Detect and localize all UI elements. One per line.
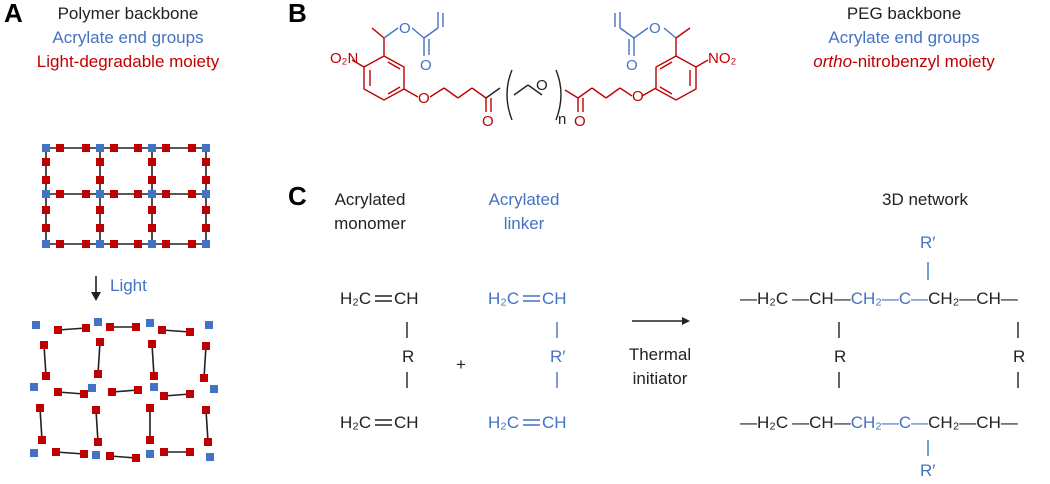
network-top-ch: —CH— <box>792 289 851 308</box>
network-chain-top: —H₂C—CH—CH₂—C—CH₂—CH— <box>740 289 1018 308</box>
carbonyl-oxygen-right-chain: O <box>574 113 586 130</box>
network-top-c: —C— <box>882 289 928 308</box>
panel-a: A Polymer backbone Acrylate end groups L… <box>4 0 220 462</box>
linker-r-prime: R′ <box>550 347 565 366</box>
nitrobenzyl-suffix: -nitrobenzyl moiety <box>852 52 995 71</box>
panel-a-line-3: Light-degradable moiety <box>37 52 220 71</box>
monomer-title-line-2: monomer <box>334 214 406 233</box>
light-label: Light <box>110 276 147 295</box>
acrylated-linker: H₂C CH R′ H₂C CH <box>488 289 567 432</box>
initiator-line-2: initiator <box>633 369 688 388</box>
initiator-line-1: Thermal <box>629 345 691 364</box>
oxygen-right-acrylate: O <box>649 20 661 37</box>
monomer-h2c-top: H₂C <box>340 289 371 308</box>
ortho-prefix: ortho <box>813 52 852 71</box>
network-r-prime-top: R′ <box>920 233 935 252</box>
network-bottom-ch2: CH₂ <box>851 413 882 432</box>
network-bottom-ch: —CH— <box>792 413 851 432</box>
linker-ch-top: CH <box>542 289 567 308</box>
panel-b: B <box>288 0 995 130</box>
network-top-ch2-ch: CH₂—CH— <box>928 289 1018 308</box>
panel-b-line-1: PEG backbone <box>847 4 961 23</box>
intact-network <box>42 144 210 248</box>
panel-b-line-2: Acrylate end groups <box>828 28 979 47</box>
network-r-prime-bottom: R′ <box>920 461 935 480</box>
panel-a-letter: A <box>4 0 23 28</box>
panel-a-line-2: Acrylate end groups <box>52 28 203 47</box>
peg-repeat-unit <box>506 69 562 121</box>
monomer-h2c-bottom: H₂C <box>340 413 371 432</box>
monomer-title-line-1: Acrylated <box>335 190 406 209</box>
repeat-subscript-n: n <box>558 111 566 128</box>
network-bottom-h2c: —H₂C <box>740 413 788 432</box>
linker-ch-bottom: CH <box>542 413 567 432</box>
monomer-r-group: R <box>402 347 414 366</box>
network-bottom-c: —C— <box>882 413 928 432</box>
carbonyl-oxygen-right-acrylate: O <box>626 57 638 74</box>
panel-b-line-3: ortho-nitrobenzyl moiety <box>813 52 995 71</box>
linker-title-line-1: Acrylated <box>489 190 560 209</box>
no2-left-label: O₂N <box>330 50 358 67</box>
network-structure: R′ —H₂C—CH—CH₂—C—CH₂—CH— R R —H₂C—CH—CH₂… <box>740 233 1025 480</box>
degraded-network <box>30 318 218 462</box>
network-r-right: R <box>1013 347 1025 366</box>
panel-c: C Acrylated monomer Acrylated linker 3D … <box>288 181 1025 480</box>
panel-c-letter: C <box>288 181 307 211</box>
monomer-ch-bottom: CH <box>394 413 419 432</box>
network-chain-bottom: —H₂C—CH—CH₂—C—CH₂—CH— <box>740 413 1018 432</box>
peg-oxygen: O <box>536 77 548 94</box>
network-title: 3D network <box>882 190 968 209</box>
right-nitrobenzyl-unit <box>564 12 709 112</box>
acrylated-monomer: H₂C CH R H₂C CH <box>340 289 419 432</box>
network-top-h2c: —H₂C <box>740 289 788 308</box>
linker-h2c-top: H₂C <box>488 289 519 308</box>
linker-h2c-bottom: H₂C <box>488 413 519 432</box>
light-arrow <box>91 276 101 301</box>
panel-a-line-1: Polymer backbone <box>58 4 199 23</box>
oxygen-left-acrylate: O <box>399 20 411 37</box>
plus-sign: + <box>456 355 466 374</box>
network-top-ch2: CH₂ <box>851 289 882 308</box>
ether-oxygen-left: O <box>418 90 430 107</box>
monomer-ch-top: CH <box>394 289 419 308</box>
ether-oxygen-right: O <box>632 88 644 105</box>
carbonyl-oxygen-left-acrylate: O <box>420 57 432 74</box>
carbonyl-oxygen-left-chain: O <box>482 113 494 130</box>
no2-right-label: NO₂ <box>708 50 737 67</box>
panel-b-letter: B <box>288 0 307 28</box>
reaction-arrow <box>632 317 690 325</box>
network-bottom-ch2-ch: CH₂—CH— <box>928 413 1018 432</box>
left-nitrobenzyl-unit <box>351 12 501 112</box>
linker-title-line-2: linker <box>504 214 545 233</box>
network-r-left: R <box>834 347 846 366</box>
